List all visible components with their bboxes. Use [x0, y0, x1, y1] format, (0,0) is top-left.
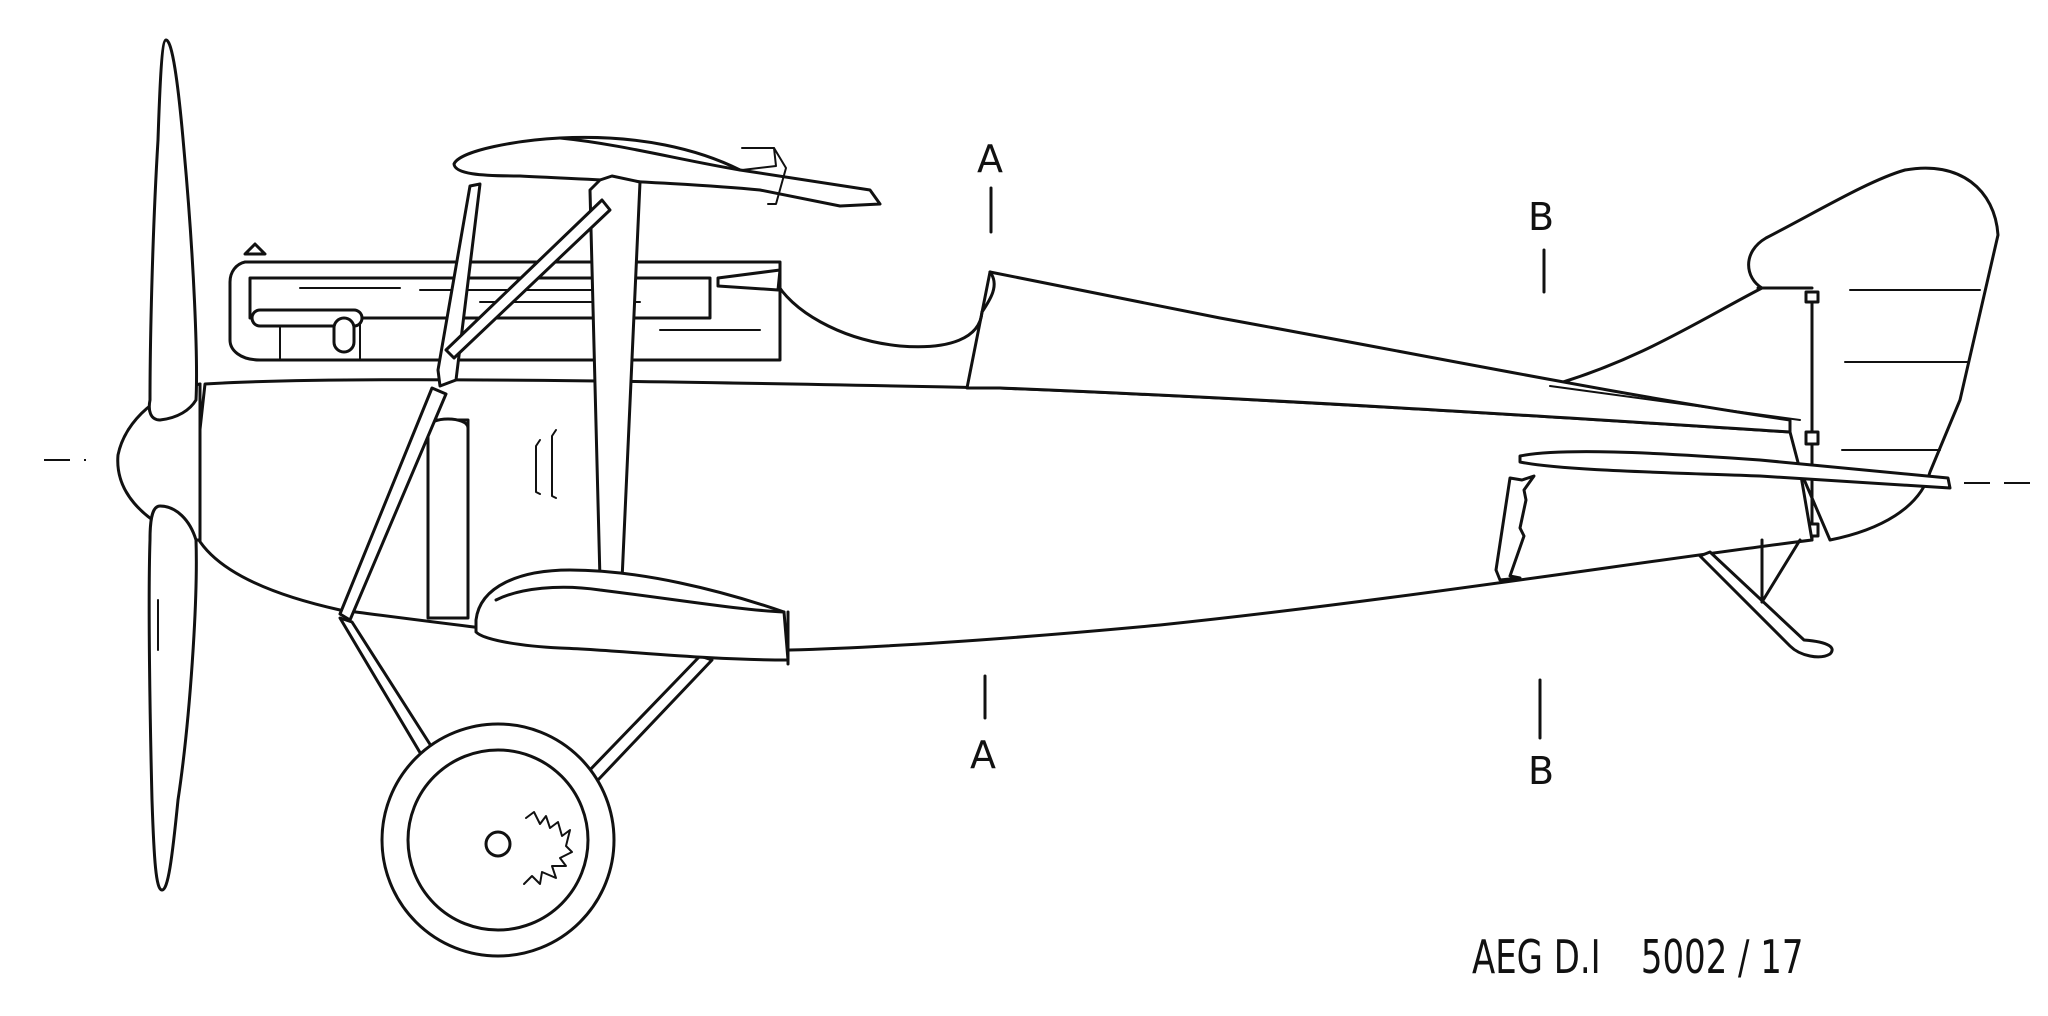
aircraft-type-label: AEG D.I: [1472, 930, 1601, 984]
section-b-label-top: B: [1528, 195, 1555, 239]
aircraft-designation-caption: AEG D.I 5002 / 17: [1472, 930, 1803, 984]
section-a-marker: [983, 186, 993, 720]
section-a-label-top: A: [977, 137, 1003, 181]
section-b-label-bottom: B: [1528, 749, 1555, 793]
cabane-struts: [436, 174, 642, 582]
section-b-marker: [1538, 248, 1546, 740]
landing-wheel: [380, 722, 616, 958]
tail-fin-rudder: [1548, 166, 2000, 542]
upper-wing: [452, 135, 882, 208]
horizontal-stabilizer: [1518, 450, 1952, 490]
section-a-label-bottom: A: [970, 733, 996, 777]
aircraft-serial-label: 5002 / 17: [1640, 930, 1804, 984]
lower-wing: [474, 568, 790, 666]
propeller: [147, 38, 198, 892]
